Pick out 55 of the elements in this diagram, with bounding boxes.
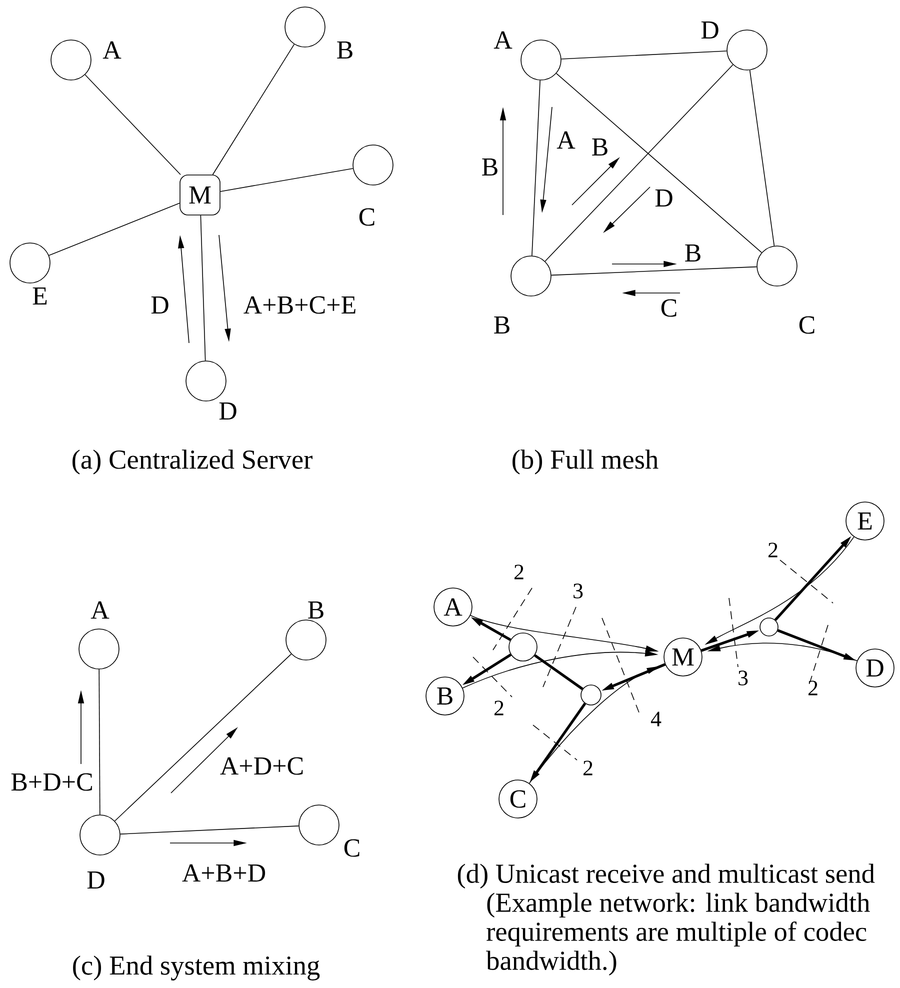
connector-line — [532, 80, 540, 256]
flow-label: B — [592, 138, 608, 156]
node-label: A — [494, 31, 512, 49]
flow-label: B — [685, 244, 700, 262]
flow-label: A+B+D — [182, 864, 266, 882]
node-label: D — [219, 402, 236, 420]
flow-label: A+B+C+E — [244, 296, 356, 314]
node-label: A — [102, 41, 122, 59]
bandwidth-number: 3 — [574, 584, 583, 598]
connector-line — [120, 826, 300, 834]
node-label: B — [494, 316, 510, 334]
flow-label: A — [556, 131, 576, 149]
connector-line — [212, 44, 295, 175]
caption-text: (a) Centralized Server — [72, 450, 312, 474]
junction-circle — [508, 632, 538, 662]
connector-line — [200, 215, 206, 362]
connector-line — [550, 266, 758, 276]
node-label: D — [701, 21, 718, 39]
flow-label: D — [655, 189, 672, 207]
connector-line — [98, 669, 100, 815]
bandwidth-number: 2 — [768, 542, 778, 558]
connector-line — [534, 654, 584, 690]
caption-text: (d) Unicast receive and multicast send (Example network: link bandwidth requirements are multiple of codec bandwidth.) — [458, 864, 875, 976]
server-box: M — [180, 174, 220, 216]
connector-line — [556, 73, 762, 253]
connector-line — [220, 168, 354, 192]
bandwidth-number: 2 — [494, 700, 504, 716]
connector-line — [84, 74, 181, 175]
bandwidth-number: 2 — [514, 564, 524, 580]
junction-circle — [580, 684, 602, 706]
flow-label: D — [151, 296, 168, 314]
node-label: C — [799, 316, 814, 334]
connector-line — [48, 202, 180, 256]
node-label: C — [344, 839, 360, 857]
caption-text: (b) Full mesh — [512, 450, 658, 474]
node-label: B — [337, 41, 352, 59]
bandwidth-number: 3 — [738, 670, 748, 686]
node-label: E — [32, 288, 47, 305]
connector-line — [749, 70, 775, 246]
flow-label: A+D+C — [220, 757, 303, 775]
connector-line — [544, 64, 734, 262]
node-label: B — [308, 601, 324, 619]
caption-text: (c) End system mixing — [73, 956, 320, 980]
node-label: C — [359, 208, 374, 226]
flow-label: C — [661, 299, 676, 317]
flow-label: B — [482, 158, 498, 176]
bandwidth-number: 4 — [650, 712, 662, 726]
node-label: A — [90, 601, 110, 619]
flow-label: B+D+C — [11, 773, 92, 791]
junction-circle — [760, 618, 778, 636]
connector-line — [114, 654, 292, 822]
bandwidth-number: 2 — [583, 760, 592, 776]
connector-line — [560, 50, 728, 60]
node-label: D — [87, 871, 104, 889]
bandwidth-number: 2 — [808, 680, 818, 696]
